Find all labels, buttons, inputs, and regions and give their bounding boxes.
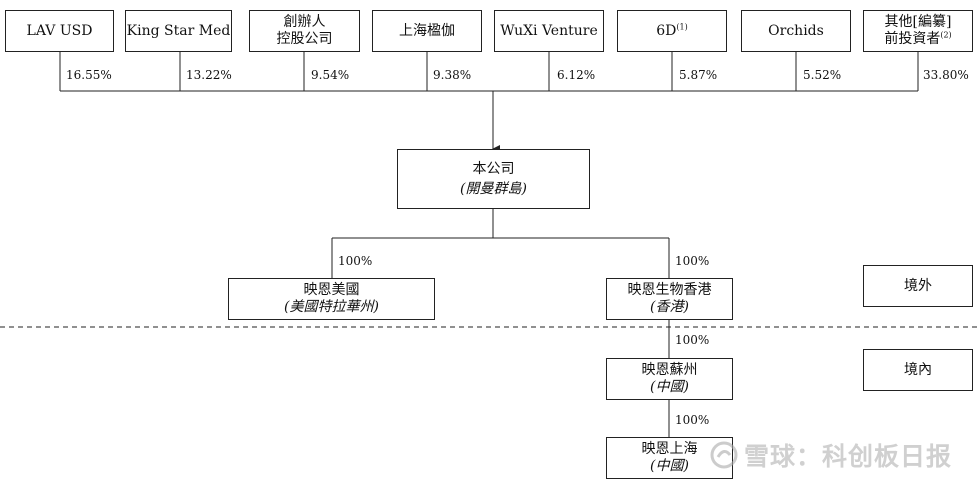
- percent-wuxi-venture: 6.12%: [557, 68, 596, 82]
- shareholder-name: LAV USD: [26, 22, 93, 39]
- percent-us-subsidiary: 100%: [338, 254, 373, 268]
- shareholder-name: WuXi Venture: [500, 22, 598, 39]
- shareholder-name: King Star Med: [126, 22, 231, 39]
- subsidiary-jurisdiction: (中國): [650, 379, 689, 395]
- shareholder-name: 創辦人: [283, 14, 326, 30]
- region-offshore-label: 境外: [863, 265, 973, 307]
- percent-lav-usd: 16.55%: [66, 68, 112, 82]
- shareholder-name: Orchids: [768, 22, 824, 39]
- watermark: 雪球：科创板日报: [710, 437, 952, 473]
- shareholder-box-lav-usd: LAV USD: [5, 10, 114, 52]
- footnote-marker: (2): [940, 30, 952, 40]
- percent-other-investors: 33.80%: [923, 68, 969, 82]
- shareholder-name-line2: 控股公司: [276, 31, 333, 47]
- percent-king-star-med: 13.22%: [186, 68, 232, 82]
- subsidiary-jurisdiction: (美國特拉華州): [284, 299, 379, 315]
- subsidiary-box-shanghai: 映恩上海 (中國): [606, 437, 733, 479]
- percent-hk-subsidiary: 100%: [675, 254, 710, 268]
- subsidiary-jurisdiction: (中國): [650, 458, 689, 474]
- region-onshore-label: 境內: [863, 349, 973, 391]
- percent-6d: 5.87%: [679, 68, 718, 82]
- subsidiary-box-suzhou: 映恩蘇州 (中國): [606, 358, 733, 400]
- percent-shanghai-subsidiary: 100%: [675, 413, 710, 427]
- shareholder-name-line2: 前投資者(2): [884, 30, 952, 47]
- company-jurisdiction: (開曼群島): [460, 180, 527, 197]
- shareholder-name: 6D(1): [656, 21, 688, 39]
- shareholder-box-king-star-med: King Star Med: [125, 10, 232, 52]
- percent-suzhou-subsidiary: 100%: [675, 333, 710, 347]
- subsidiary-box-us: 映恩美國 (美國特拉華州): [228, 278, 435, 320]
- shareholder-box-6d: 6D(1): [617, 10, 727, 52]
- shareholder-box-shanghai-yingjia: 上海楹伽: [372, 10, 482, 52]
- shareholder-name: 其他[編纂]: [884, 14, 952, 30]
- shareholder-box-other-investors: 其他[編纂] 前投資者(2): [863, 10, 973, 52]
- watermark-text: 雪球：科创板日报: [743, 442, 952, 471]
- snowball-logo-icon: [710, 441, 738, 469]
- shareholder-box-founder-holding: 創辦人 控股公司: [249, 10, 360, 52]
- company-box: 本公司 (開曼群島): [397, 149, 590, 209]
- percent-shanghai-yingjia: 9.38%: [433, 68, 472, 82]
- company-name: 本公司: [472, 160, 515, 177]
- subsidiary-name: 映恩上海: [641, 441, 698, 457]
- footnote-marker: (1): [676, 21, 688, 31]
- subsidiary-jurisdiction: (香港): [650, 299, 689, 315]
- subsidiary-name: 映恩蘇州: [641, 362, 698, 378]
- percent-founder-holding: 9.54%: [311, 68, 350, 82]
- subsidiary-name: 映恩生物香港: [627, 282, 712, 298]
- subsidiary-box-hk: 映恩生物香港 (香港): [606, 278, 733, 320]
- percent-orchids: 5.52%: [803, 68, 842, 82]
- shareholder-box-wuxi-venture: WuXi Venture: [494, 10, 604, 52]
- shareholder-name: 上海楹伽: [399, 22, 455, 39]
- subsidiary-name: 映恩美國: [303, 282, 360, 298]
- shareholder-box-orchids: Orchids: [741, 10, 851, 52]
